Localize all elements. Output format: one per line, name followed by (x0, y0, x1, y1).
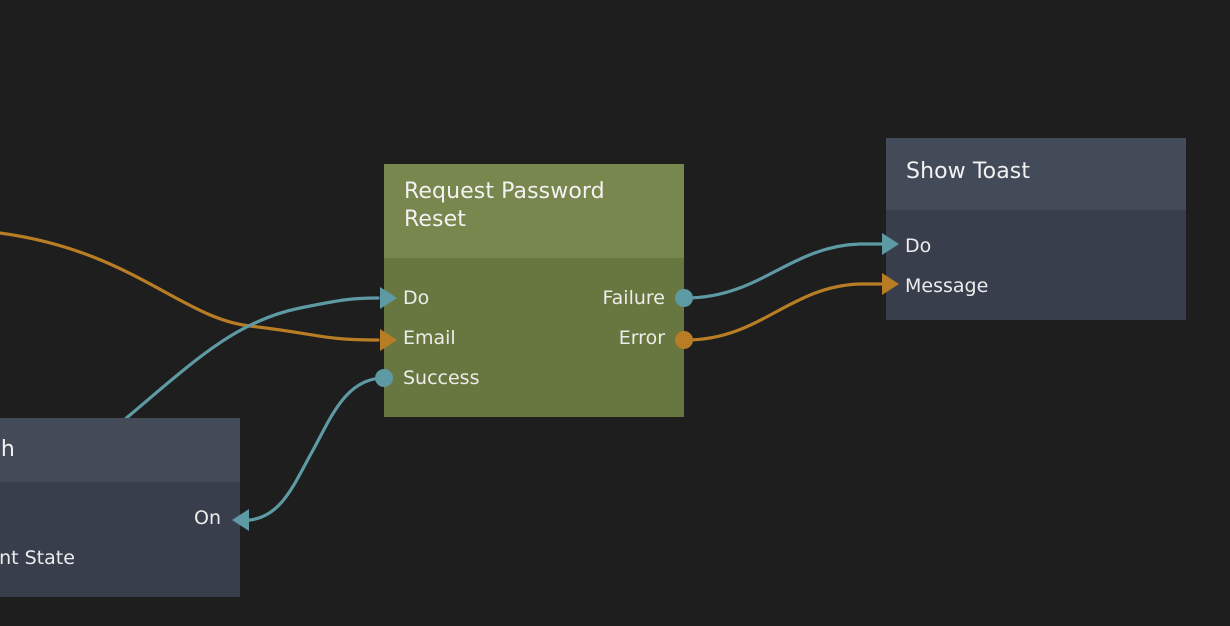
port-label-message: Message (905, 275, 989, 297)
wire-success-to-on (248, 376, 386, 522)
wire-incoming-do (110, 296, 380, 432)
port-marker-on-output[interactable] (232, 509, 249, 531)
port-marker-success-output[interactable] (375, 369, 393, 387)
port-row-current-state[interactable]: rent State (0, 538, 240, 578)
node-request-password-reset[interactable]: Request Password Reset Do Failure Email … (384, 164, 684, 417)
node-body: On rent State (0, 482, 240, 597)
port-marker-email-input[interactable] (380, 329, 397, 351)
port-row-email[interactable]: Email Error (384, 318, 684, 358)
node-title: tch (0, 418, 240, 482)
port-label-email: Email (403, 327, 456, 349)
port-marker-do-input[interactable] (380, 287, 397, 309)
port-marker-error-output[interactable] (675, 331, 693, 349)
node-body: Do Message (886, 210, 1186, 320)
port-marker-toast-message-input[interactable] (882, 273, 899, 295)
node-body: Do Failure Email Error Success (384, 258, 684, 417)
node-title: Show Toast (886, 138, 1186, 210)
port-marker-toast-do-input[interactable] (882, 233, 899, 255)
port-label-do: Do (905, 235, 932, 257)
node-show-toast[interactable]: Show Toast Do Message (886, 138, 1186, 320)
port-label-current-state: rent State (0, 547, 75, 569)
port-row-do[interactable]: Do Failure (384, 278, 684, 318)
port-label-do: Do (403, 287, 430, 309)
port-label-failure: Failure (602, 287, 665, 309)
port-row-message[interactable]: Message (886, 266, 1186, 306)
wire-error-to-message (684, 282, 886, 342)
node-switch[interactable]: tch On rent State (0, 418, 240, 597)
node-title: Request Password Reset (384, 164, 684, 258)
port-row-do[interactable]: Do (886, 226, 1186, 266)
port-label-error: Error (618, 327, 665, 349)
port-label-success: Success (403, 367, 480, 389)
port-label-on: On (194, 507, 221, 529)
port-row-success[interactable]: Success (384, 358, 684, 398)
port-row-on[interactable]: On (0, 498, 240, 538)
wire-incoming-email (0, 231, 380, 342)
port-marker-failure-output[interactable] (675, 289, 693, 307)
wire-failure-to-do (684, 242, 886, 300)
